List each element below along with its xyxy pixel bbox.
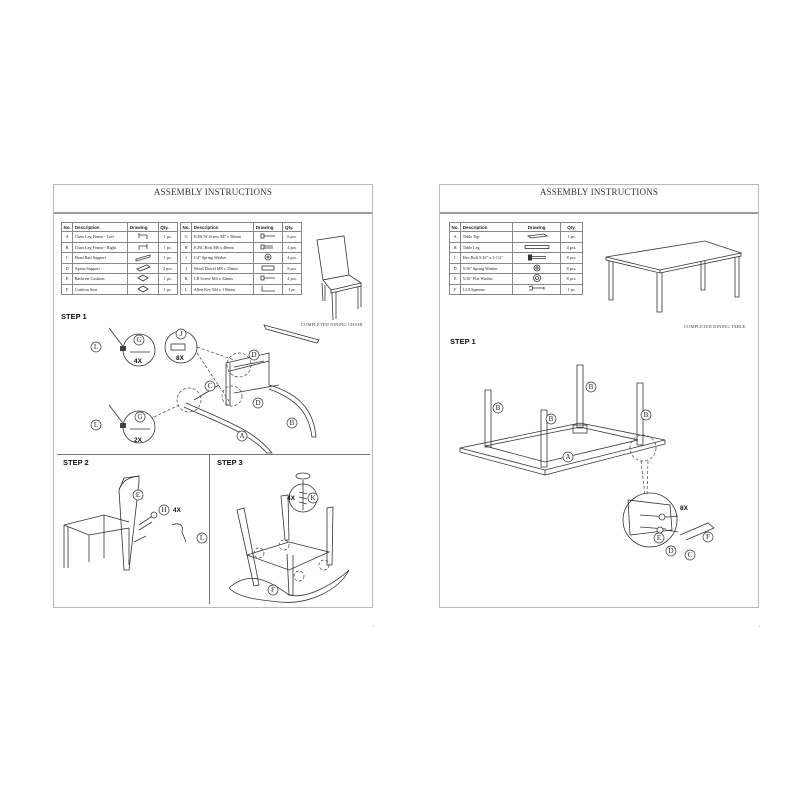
completed-chair-caption: COMPLETED DINING CHAIR: [301, 322, 363, 327]
svg-text:F: F: [271, 586, 275, 594]
svg-text:C: C: [208, 382, 213, 390]
svg-text:4X: 4X: [287, 495, 296, 502]
rail-icon: [127, 252, 159, 264]
table-header-row: No. Description Drawing Qty.: [448, 222, 583, 232]
chair-instructions-page: ASSEMBLY INSTRUCTIONS No. Description Dr…: [53, 184, 373, 608]
svg-text:E: E: [136, 491, 140, 499]
header-qty: Qty.: [157, 222, 179, 232]
step-3-diagram: 4X K F: [228, 472, 350, 603]
step-3-label: STEP 3: [217, 458, 243, 467]
svg-text:B: B: [589, 383, 594, 391]
dowel-icon: [253, 262, 284, 274]
bolt-icon: [253, 241, 284, 253]
allen-key-icon: [253, 283, 284, 295]
page-title: ASSEMBLY INSTRUCTIONS: [54, 185, 372, 214]
page-title: ASSEMBLY INSTRUCTIONS: [440, 185, 758, 214]
completed-chair-illustration: [316, 235, 362, 321]
svg-text:4X: 4X: [134, 358, 143, 365]
cushion-icon: [127, 283, 159, 295]
table-top-icon: [512, 231, 562, 243]
svg-text:D: D: [668, 547, 673, 555]
svg-text:4X: 4X: [173, 507, 182, 514]
svg-text:8X: 8X: [680, 505, 689, 512]
svg-text:G: G: [136, 336, 141, 344]
spanner-icon: [512, 283, 562, 295]
svg-text:A: A: [239, 432, 244, 440]
svg-text:C: C: [688, 551, 693, 559]
scan-mark: [373, 626, 374, 627]
svg-text:H: H: [161, 506, 166, 514]
svg-text:B: B: [644, 411, 649, 419]
table-leg-icon: [512, 241, 562, 253]
flat-washer-icon: [512, 273, 562, 285]
svg-text:B: B: [496, 404, 501, 412]
svg-text:F: F: [706, 533, 710, 541]
screw-icon: [253, 231, 284, 243]
leg-frame-icon: [127, 241, 159, 253]
step-divider-vertical: [209, 454, 210, 604]
table-instructions-page: ASSEMBLY INSTRUCTIONS No. Description Dr…: [439, 184, 759, 608]
svg-text:G: G: [137, 413, 142, 421]
svg-text:L: L: [94, 343, 98, 351]
step-1-diagram: L G 4X J 8X D D B C A L G 2X: [90, 324, 320, 454]
leg-frame-icon: [127, 231, 159, 243]
step-divider-horizontal: [57, 454, 370, 455]
cushion-icon: [127, 273, 159, 285]
step-1-label: STEP 1: [450, 337, 476, 346]
washer-icon: [253, 252, 284, 264]
hex-bolt-icon: [512, 252, 562, 264]
header-description: Description: [72, 222, 129, 232]
step-2-diagram: E H 4X L: [63, 475, 208, 571]
step-1-label: STEP 1: [61, 312, 87, 321]
svg-text:B: B: [290, 419, 295, 427]
apron-icon: [127, 262, 159, 274]
svg-text:E: E: [657, 534, 661, 542]
completed-table-caption: COMPLETED DINING TABLE: [684, 324, 746, 329]
scan-mark: [759, 626, 760, 627]
svg-text:K: K: [310, 494, 315, 502]
table-step-1-diagram: A B B B B 8X F E D C: [459, 364, 715, 561]
spring-washer-icon: [512, 262, 562, 274]
step-2-label: STEP 2: [63, 458, 89, 467]
svg-text:D: D: [255, 399, 260, 407]
header-drawing: Drawing: [127, 222, 159, 232]
svg-text:A: A: [565, 453, 570, 461]
table-header-row: No. Description Drawing Qty.: [179, 222, 302, 232]
header-no: No.: [60, 222, 74, 232]
svg-text:2X: 2X: [134, 437, 143, 444]
svg-text:8X: 8X: [176, 355, 185, 362]
svg-text:D: D: [251, 351, 256, 359]
completed-table-illustration: [605, 240, 743, 313]
svg-text:B: B: [549, 415, 554, 423]
svg-text:J: J: [180, 330, 183, 338]
screw-icon: [253, 273, 284, 285]
svg-text:L: L: [94, 421, 98, 429]
table-header-row: No. Description Drawing Qty.: [60, 222, 179, 232]
svg-text:L: L: [200, 534, 204, 542]
